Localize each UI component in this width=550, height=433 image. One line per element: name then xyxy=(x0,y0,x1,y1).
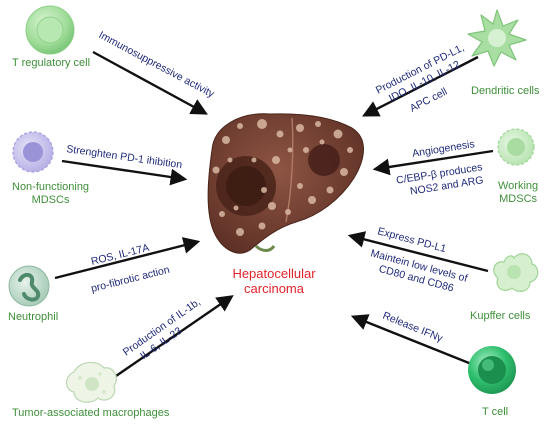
mdsc-icon xyxy=(12,131,54,173)
w-mdsc-label-1: Working xyxy=(498,180,539,192)
tcell-label: T cell xyxy=(482,406,509,418)
arrow-dendritic xyxy=(362,55,479,117)
neutrophil-icon xyxy=(8,265,50,307)
center-label-1: Hepatocellular xyxy=(232,266,316,281)
arrow-w-mdsc xyxy=(372,149,494,176)
w-mdsc-label-2: MDSCs xyxy=(499,193,538,205)
nf-mdsc-label-1: Non-functioning xyxy=(12,181,90,193)
liver-icon xyxy=(207,113,364,254)
kupffer-label: Kupffer cells xyxy=(470,310,531,322)
arrow-kupffer xyxy=(347,231,489,273)
neutrophil-label: Neutrophil xyxy=(8,311,59,323)
dendritic-cell-icon xyxy=(467,9,527,67)
nf-mdsc-label: Non-functioning MDSCs xyxy=(12,181,89,207)
center-label-2: carcinoma xyxy=(244,281,304,296)
working-mdsc-icon xyxy=(497,128,535,166)
treg-label: T regulatory cell xyxy=(12,57,91,69)
center-label: Hepatocellular carcinoma xyxy=(214,266,334,296)
kupffer-cell-icon xyxy=(493,253,539,292)
nf-mdsc-arrow-text: Strenghten PD-1 ihibition xyxy=(66,143,183,171)
t-cell-icon xyxy=(468,346,516,394)
arrow-treg xyxy=(92,50,208,115)
neutrophil-arrow-text-2: pro-fibrotic action xyxy=(90,264,171,295)
w-mdsc-label: Working MDSCs xyxy=(498,180,538,206)
arrow-nf-mdsc xyxy=(61,159,188,186)
tam-label: Tumor-associated macrophages xyxy=(12,407,170,419)
w-mdsc-arrow-text-1: Angiogenesis xyxy=(411,138,475,160)
macrophage-icon xyxy=(65,361,117,403)
nf-mdsc-label-2: MDSCs xyxy=(31,194,70,206)
arrow-tam xyxy=(115,295,234,377)
arrow-tcell xyxy=(350,314,475,367)
treg-cell-icon xyxy=(25,5,75,55)
dendritic-label: Dendritic cells xyxy=(471,85,540,97)
neutrophil-arrow-text-1: ROS, IL-17A xyxy=(90,242,151,268)
arrow-neutrophil xyxy=(54,237,201,280)
